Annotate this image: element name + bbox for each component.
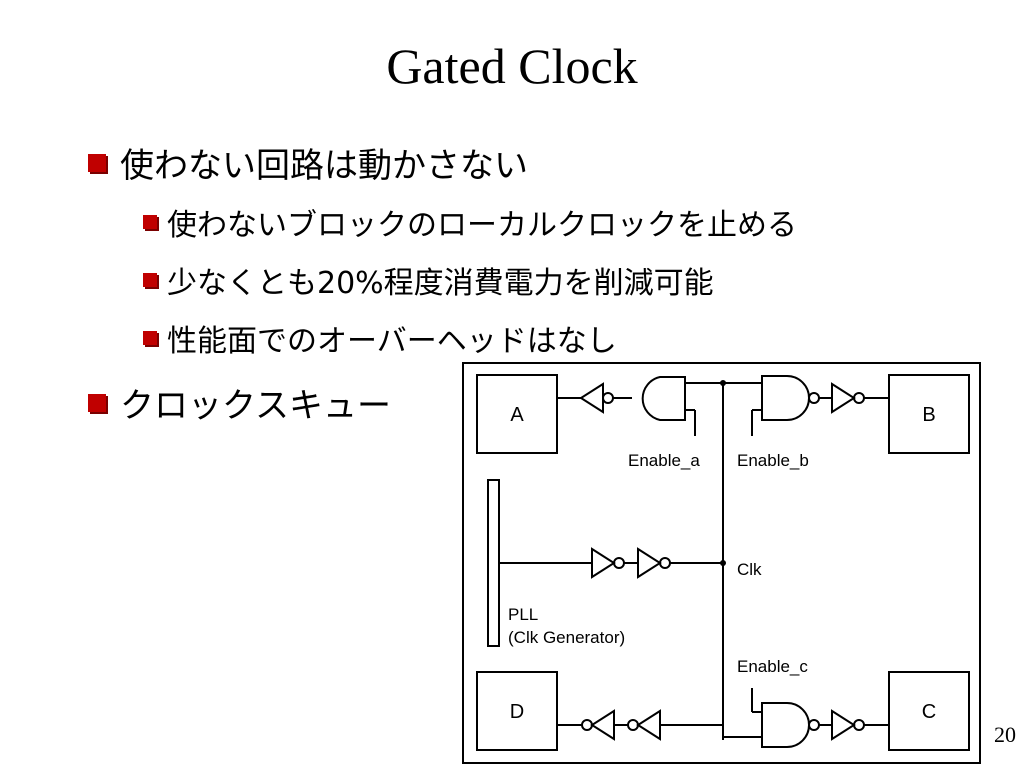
enable-a-label: Enable_a bbox=[628, 451, 700, 470]
clk-buffer-icon bbox=[591, 547, 616, 579]
bullet-text: 使わない回路は動かさない bbox=[120, 146, 528, 186]
block-b-label: B bbox=[922, 404, 935, 426]
junction-dot bbox=[720, 380, 726, 386]
junction-dot bbox=[720, 560, 726, 566]
bullet-square-icon bbox=[143, 215, 157, 229]
block-d bbox=[476, 671, 558, 751]
sub-bullet-text: 使わないブロックのローカルクロックを止める bbox=[167, 208, 797, 243]
buffer-b-icon bbox=[831, 382, 856, 414]
sub-bullet-no-overhead: 性能面でのオーバーヘッドはなし bbox=[143, 316, 617, 360]
sub-bullet-text: 少なくとも20%程度消費電力を削減可能 bbox=[167, 266, 714, 301]
enable-b-label: Enable_b bbox=[737, 451, 809, 470]
nand-gate-b-icon bbox=[761, 375, 810, 421]
and-gate-a-icon bbox=[641, 376, 686, 421]
block-d-label: D bbox=[510, 701, 524, 723]
nand-gate-c-icon bbox=[761, 702, 810, 748]
pll-label: PLL bbox=[508, 605, 538, 624]
bullet-square-icon bbox=[143, 331, 157, 345]
sub-bullet-stop-local-clock: 使わないブロックのローカルクロックを止める bbox=[143, 200, 797, 244]
diagram-frame bbox=[462, 362, 981, 764]
bullet-square-icon bbox=[143, 273, 157, 287]
clk-buffer-icon bbox=[637, 547, 662, 579]
block-a bbox=[476, 374, 558, 454]
buffer-d-icon bbox=[636, 709, 661, 741]
bullet-text: クロックスキュー bbox=[120, 386, 391, 426]
bullet-unused-circuits: 使わない回路は動かさない bbox=[88, 138, 528, 187]
block-c bbox=[888, 671, 970, 751]
page-number: 20 bbox=[994, 722, 1016, 747]
bullet-square-icon bbox=[88, 153, 106, 172]
clk-label: Clk bbox=[737, 560, 762, 579]
buffer-c-icon bbox=[831, 709, 856, 741]
sub-bullet-power-reduction: 少なくとも20%程度消費電力を削減可能 bbox=[143, 258, 714, 302]
block-b bbox=[888, 374, 970, 454]
slide-title: Gated Clock bbox=[386, 38, 638, 94]
enable-c-label: Enable_c bbox=[737, 657, 808, 676]
sub-bullet-text: 性能面でのオーバーヘッドはなし bbox=[167, 324, 617, 359]
buffer-d-icon bbox=[590, 709, 615, 741]
pll-bar bbox=[487, 479, 500, 647]
block-c-label: C bbox=[922, 701, 936, 723]
bullet-clock-skew: クロックスキュー bbox=[88, 378, 391, 427]
pll-generator-label: (Clk Generator) bbox=[508, 628, 625, 647]
block-a-label: A bbox=[510, 404, 524, 426]
buffer-a-icon bbox=[579, 382, 604, 414]
bullet-square-icon bbox=[88, 393, 106, 412]
